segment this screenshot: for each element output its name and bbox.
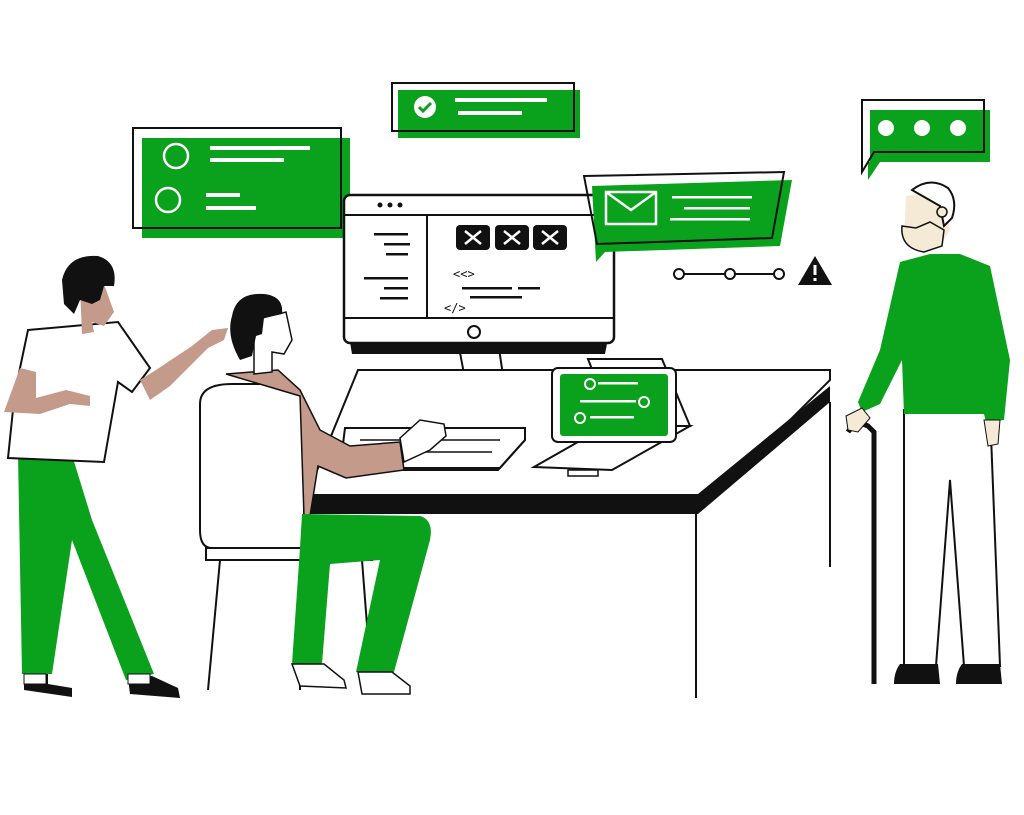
chat-bubble-icon xyxy=(861,99,990,180)
code-brackets-icon: </> xyxy=(444,301,466,315)
monitor: <<> </> xyxy=(342,193,616,401)
check-circle-icon xyxy=(414,96,436,118)
seated-person xyxy=(225,293,447,695)
code-brackets-icon: <<> xyxy=(453,267,475,281)
envelope-icon xyxy=(604,190,658,226)
tablet xyxy=(530,358,694,477)
x-icon xyxy=(456,225,490,250)
warning-icon xyxy=(798,256,832,285)
x-icon xyxy=(495,225,529,250)
progress-slider xyxy=(673,268,785,280)
x-icon xyxy=(533,225,567,250)
standing-person-left xyxy=(4,255,228,698)
check-card xyxy=(391,82,580,138)
elderly-person-right xyxy=(845,181,1010,684)
list-card xyxy=(132,127,350,238)
mail-card xyxy=(582,170,792,262)
